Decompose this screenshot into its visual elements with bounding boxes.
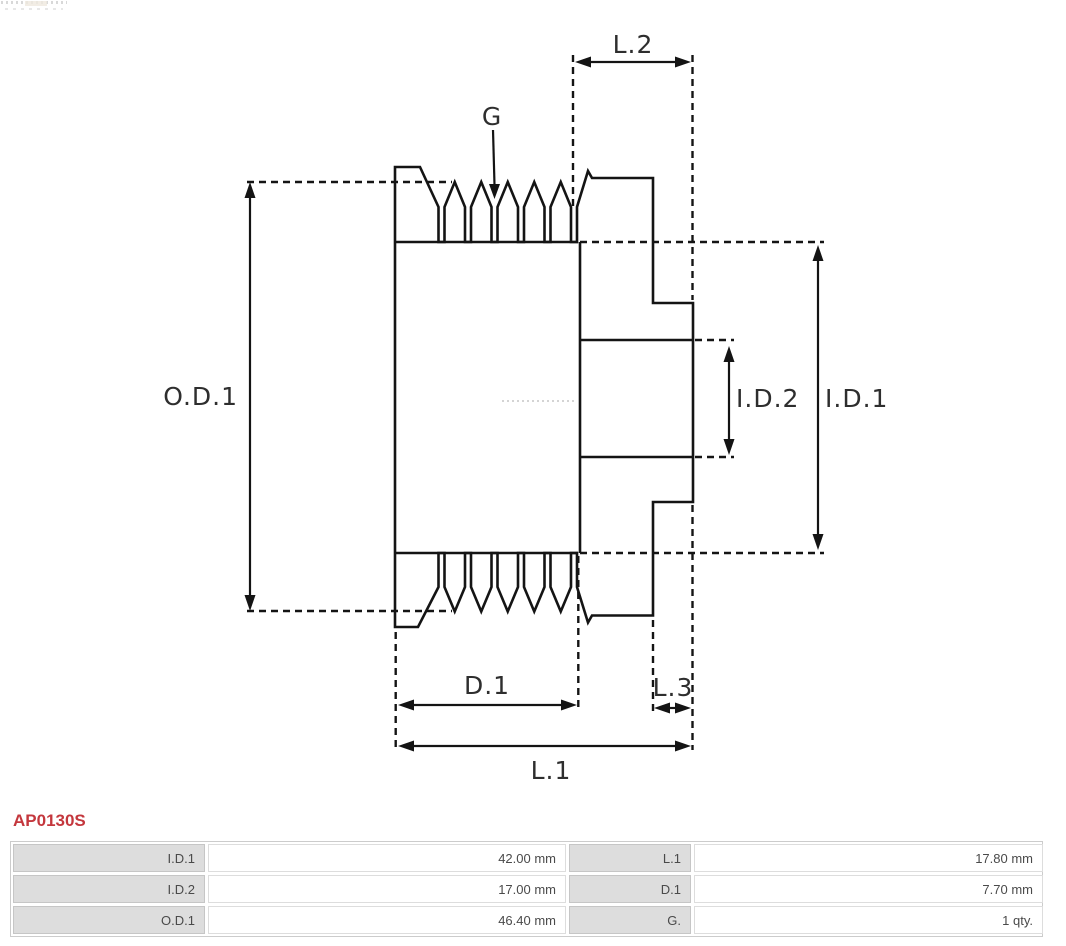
spec-label: I.D.1	[13, 844, 205, 872]
extension-lines	[247, 55, 824, 750]
spec-value: 42.00 mm	[208, 844, 566, 872]
spec-value: 17.80 mm	[694, 844, 1043, 872]
dim-l3	[654, 702, 691, 714]
spec-label: O.D.1	[13, 906, 205, 934]
label-l1: L.1	[531, 756, 572, 785]
label-id2: I.D.2	[736, 384, 799, 413]
dim-id1	[812, 245, 824, 550]
spec-value: 1 qty.	[694, 906, 1043, 934]
spec-label: I.D.2	[13, 875, 205, 903]
spec-label: G.	[569, 906, 691, 934]
pulley-technical-drawing: O.D.1 G L.2 I.D.2 I.D.1 D.1 L.3 L.1	[163, 30, 888, 785]
dim-g-leader	[489, 129, 500, 199]
spec-label: D.1	[569, 875, 691, 903]
cropped-logo-icon	[1, 1, 67, 11]
label-od1: O.D.1	[163, 382, 238, 411]
spec-value: 7.70 mm	[694, 875, 1043, 903]
part-number-heading: AP0130S	[13, 811, 86, 830]
label-d1: D.1	[464, 671, 510, 700]
spec-value: 17.00 mm	[208, 875, 566, 903]
dim-od1	[244, 182, 256, 611]
spec-label: L.1	[569, 844, 691, 872]
dim-id2	[723, 346, 735, 455]
pulley-outer-profile	[393, 165, 695, 629]
label-l2: L.2	[613, 30, 654, 59]
pulley-outline	[393, 165, 695, 629]
label-g: G	[482, 102, 502, 131]
spec-value: 46.40 mm	[208, 906, 566, 934]
dim-d1	[398, 699, 577, 711]
dimension-arrows	[244, 56, 824, 752]
label-l3: L.3	[653, 673, 694, 702]
dim-l1	[398, 740, 691, 752]
dim-l2	[575, 56, 691, 68]
label-id1: I.D.1	[825, 384, 888, 413]
spec-table: I.D.1 42.00 mm L.1 17.80 mm I.D.2 17.00 …	[10, 841, 1043, 937]
